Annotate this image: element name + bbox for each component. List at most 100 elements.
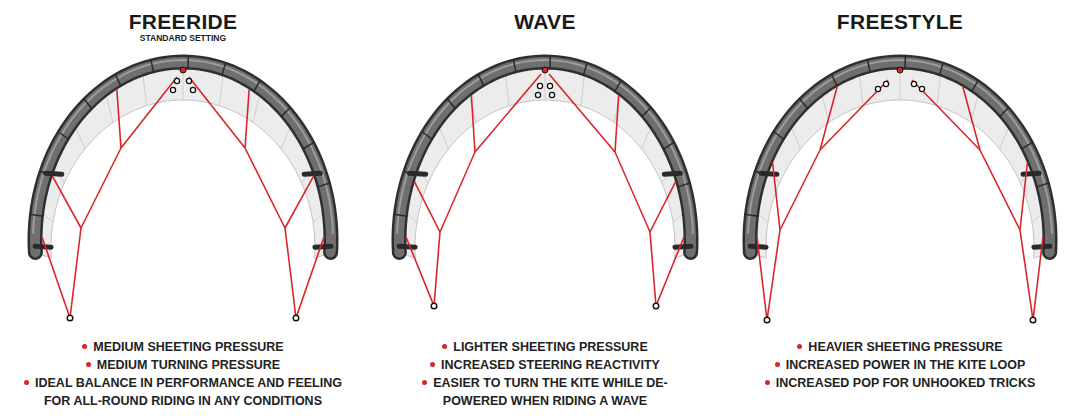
bullet-point-row: INCREASED POWER IN THE KITE LOOP [720,356,1080,374]
bridle-line [81,148,121,228]
tube-segment [222,62,226,75]
bridle-line [42,237,70,318]
bullet-point-row: MEDIUM SHEETING PRESSURE [3,338,363,356]
tube-segment [513,59,516,73]
tube-segment [831,74,837,87]
tube-segment [1036,183,1049,187]
tube-segment [745,214,759,216]
leading-edge [399,62,691,252]
pulley [190,87,195,92]
tube-segment [999,107,1009,117]
tube-segment [1021,142,1033,149]
bridle-line [757,237,767,320]
tube-segment [642,107,652,117]
bridle-line [1033,237,1043,320]
tube-segment [615,80,622,92]
bridle-line [615,95,619,152]
tube-segment [151,59,154,73]
bridle-line [189,77,245,148]
tube-segment [393,214,407,216]
tube-segment [972,80,979,92]
pulley [549,92,554,97]
pulley [537,83,542,88]
bullet-dot [82,344,87,349]
tube-segment [773,131,784,139]
bullet-point: IDEAL BALANCE IN PERFORMANCE AND FEELING… [35,376,342,408]
tube-segment [939,62,943,75]
bridle-line [912,80,980,150]
strut [315,246,331,247]
bridle-center-ring [897,67,903,73]
bridle-line [767,230,780,320]
bridle-line [245,89,249,148]
bridle-line [615,152,650,232]
bullet-point: MEDIUM TURNING PRESSURE [97,358,280,372]
bridle-line [980,150,1020,230]
bridle-line [285,228,296,318]
bullet-dot [430,362,435,367]
tube-segment [799,98,808,109]
panel-heading: FREERIDE [129,10,238,33]
bullet-dot [775,362,780,367]
bullet-point: HEAVIER SHEETING PRESSURE [808,340,1002,354]
pulley [911,81,916,86]
bullet-point-row: EASIER TO TURN THE KITE WHILE DE-POWERED… [414,374,676,410]
bridle-line [434,232,440,306]
canopy [35,62,331,258]
strut [410,173,426,174]
bridle-line [656,237,684,306]
bridle-line [820,80,888,150]
leading-edge-highlight [748,60,1052,234]
strut [304,173,320,174]
tube-segment [317,183,330,187]
pulley [535,92,540,97]
tube-segment [58,131,69,139]
leading-edge [750,62,1050,252]
bullet-dot [797,344,802,349]
strut [35,246,51,247]
strut [675,246,691,247]
leading-edge-highlight [397,60,693,234]
tube-segment [83,98,92,109]
bridle-end [431,303,437,309]
bullet-point: INCREASED POWER IN THE KITE LOOP [786,358,1026,372]
bullet-point: LIGHTER SHEETING PRESSURE [453,340,647,354]
strut [46,173,62,174]
bullet-point-row: IDEAL BALANCE IN PERFORMANCE AND FEELING… [11,374,356,410]
bullet-point-row: INCREASED STEERING REACTIVITY [365,356,725,374]
bullet-point: MEDIUM SHEETING PRESSURE [93,340,283,354]
canopy [750,62,1050,258]
bridle-end [764,317,770,323]
leading-edge-fill [35,62,331,252]
bridle-line [1020,162,1027,230]
panel-heading: WAVE [514,10,575,33]
leading-edge-fill [750,62,1050,252]
bridle-line [414,182,440,232]
bridle-line [1020,230,1033,320]
bridle-line [780,150,820,230]
panel-subheading: STANDARD SETTING [140,33,226,43]
tube-segment [115,74,121,87]
pulley [170,87,175,92]
bridle-line [773,162,780,230]
leading-edge-fill [399,62,691,252]
strut [664,173,680,174]
tube-segment [867,59,870,73]
tube-segment [281,107,291,117]
canopy [399,62,691,258]
tube-segment [303,142,315,149]
bullet-point-row: HEAVIER SHEETING PRESSURE [720,338,1080,356]
kite [745,55,1052,323]
bridle-line [245,148,285,228]
bridle-end [1030,317,1036,323]
bullet-point-row: MEDIUM TURNING PRESSURE [3,356,363,374]
panel-subheading-row: STANDARD SETTING [83,33,283,43]
strut [399,246,415,247]
tube-segment [254,80,261,92]
tube-segment [904,55,906,69]
bridle-line [117,89,121,148]
tube-segment [478,74,484,87]
tube-segment [549,55,551,69]
bullet-dot [442,344,447,349]
